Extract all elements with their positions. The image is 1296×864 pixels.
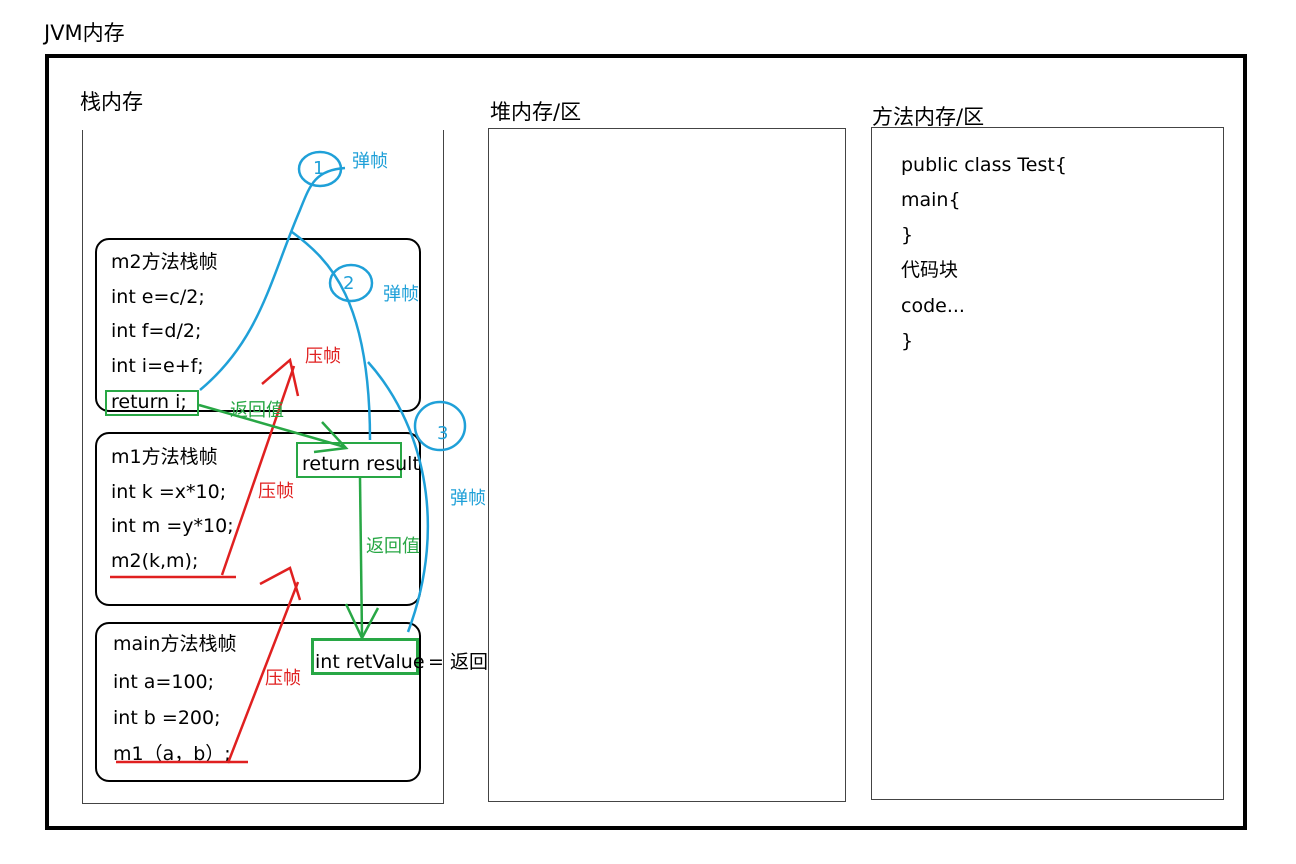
pop-label-2: 弹帧 <box>383 284 419 305</box>
m1-line-1: int k =x*10; <box>111 481 227 503</box>
push-arrowhead-1 <box>259 566 302 601</box>
diagram-title: JVM内存 <box>44 21 125 45</box>
method-line-5: code... <box>901 295 965 317</box>
pop-curve-3 <box>367 361 430 633</box>
m2-return-text: return i; <box>111 391 187 413</box>
main-retvalue-box <box>311 638 419 675</box>
push-arrow-main-m1 <box>226 581 300 764</box>
stack-label: 栈内存 <box>80 90 143 114</box>
main-line-1: int a=100; <box>113 671 215 693</box>
step-number-3: 3 <box>437 423 449 444</box>
step-number-1: 1 <box>313 158 325 179</box>
m1-stack-frame <box>95 432 421 606</box>
main-stack-frame <box>95 622 421 782</box>
return-arrowhead-2 <box>344 603 380 641</box>
push-label-3: 压帧 <box>265 668 301 689</box>
m2-line-1: int e=c/2; <box>111 286 205 308</box>
step-circle-3 <box>413 400 467 452</box>
heap-label: 堆内存/区 <box>490 100 582 124</box>
pop-label-3: 弹帧 <box>450 488 486 509</box>
return-label-2: 返回值 <box>366 536 420 557</box>
return-arrow-m1-main <box>358 477 364 638</box>
step-circle-2 <box>328 263 374 303</box>
method-line-6: } <box>901 330 914 352</box>
return-arrow-m2-m1 <box>198 403 346 449</box>
push-label-2: 压帧 <box>258 481 294 502</box>
return-label-1: 返回值 <box>230 400 284 421</box>
return-arrowhead-1 <box>313 421 349 454</box>
m1-return-box <box>296 442 402 478</box>
main-retvalue-suffix: = 返回值 <box>428 651 507 673</box>
method-line-3: } <box>901 224 914 246</box>
pop-curve-2 <box>291 230 372 441</box>
heap-region <box>488 128 846 802</box>
m2-return-box <box>105 390 199 416</box>
main-retvalue-text: int retValue <box>315 651 425 673</box>
pop-label-1: 弹帧 <box>352 151 388 172</box>
step-number-2: 2 <box>343 273 355 294</box>
m1-frame-title: m1方法栈帧 <box>111 446 218 468</box>
method-line-4: 代码块 <box>901 259 959 281</box>
main-line-2: int b =200; <box>113 707 221 729</box>
push-label-1: 压帧 <box>305 346 341 367</box>
method-area-region <box>871 127 1224 800</box>
method-area-label: 方法内存/区 <box>872 105 985 129</box>
method-line-2: main{ <box>901 189 961 211</box>
push-arrow-m1-m2 <box>220 365 296 576</box>
jvm-memory-container <box>45 54 1247 830</box>
m2-frame-title: m2方法栈帧 <box>111 251 218 273</box>
m2-line-3: int i=e+f; <box>111 355 204 377</box>
m2-stack-frame <box>95 238 421 412</box>
m1-line-3: m2(k,m); <box>111 550 199 572</box>
method-line-1: public class Test{ <box>901 154 1067 176</box>
m1-return-text: return result <box>302 453 420 475</box>
push-arrowhead-2 <box>261 357 300 397</box>
main-frame-title: main方法栈帧 <box>113 633 237 655</box>
m2-line-2: int f=d/2; <box>111 320 202 342</box>
step-circle-1 <box>297 150 343 188</box>
pop-curve-1 <box>199 166 346 391</box>
m1-line-2: int m =y*10; <box>111 515 234 537</box>
main-line-3: m1（a，b）; <box>113 743 231 765</box>
